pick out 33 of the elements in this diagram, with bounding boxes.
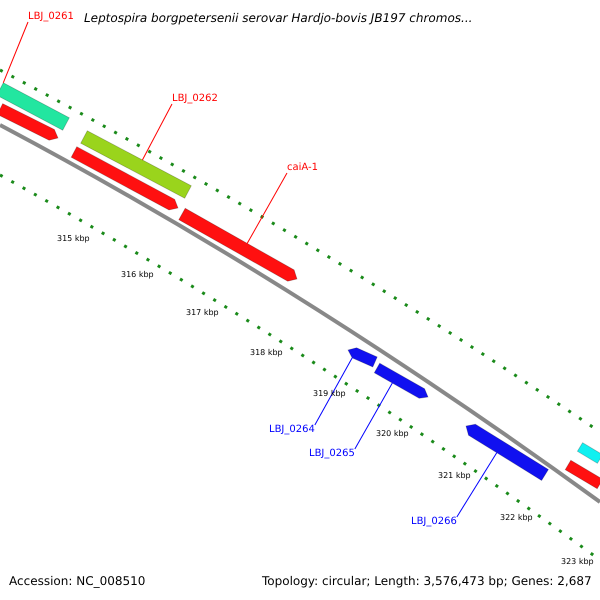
leader-line bbox=[456, 452, 498, 518]
leader-line bbox=[2, 22, 28, 84]
leader-line bbox=[142, 104, 172, 160]
leader-line bbox=[314, 357, 353, 426]
scale-label: 320 kbp bbox=[376, 430, 409, 438]
footer-text: Accession: NC_008510 bbox=[9, 575, 146, 587]
gene-label: LBJ_0262 bbox=[172, 94, 218, 104]
gene-feature bbox=[70, 146, 179, 210]
gene-feature bbox=[178, 208, 298, 282]
gene-feature bbox=[576, 442, 600, 464]
scale-label: 318 kbp bbox=[250, 349, 283, 357]
scale-label: 317 kbp bbox=[186, 309, 219, 317]
scale-label: 315 kbp bbox=[57, 235, 90, 243]
scale-label: 323 kbp bbox=[561, 558, 594, 566]
gene-label: LBJ_0266 bbox=[411, 517, 457, 527]
gene-feature bbox=[564, 460, 600, 490]
gene-feature bbox=[80, 130, 192, 199]
gene-label: LBJ_0265 bbox=[309, 449, 355, 459]
gene-feature bbox=[347, 347, 378, 368]
scale-label: 319 kbp bbox=[313, 390, 346, 398]
footer-text: Topology: circular; Length: 3,576,473 bp; Genes: 2,687 bbox=[262, 575, 592, 587]
gene-feature bbox=[374, 362, 429, 399]
scale-label: 316 kbp bbox=[121, 271, 154, 279]
gene-label: LBJ_0264 bbox=[269, 425, 315, 435]
scale-label: 322 kbp bbox=[500, 514, 533, 522]
gene-feature bbox=[0, 103, 59, 141]
title: Leptospira borgpetersenii serovar Hardjo-bovis JB197 chromos... bbox=[84, 12, 472, 24]
gene-feature bbox=[0, 82, 70, 131]
gene-label: LBJ_0261 bbox=[28, 12, 74, 22]
gene-label: caiA-1 bbox=[287, 163, 318, 173]
leader-line bbox=[246, 172, 288, 244]
leader-line bbox=[354, 382, 393, 450]
scale-label: 321 kbp bbox=[438, 472, 471, 480]
